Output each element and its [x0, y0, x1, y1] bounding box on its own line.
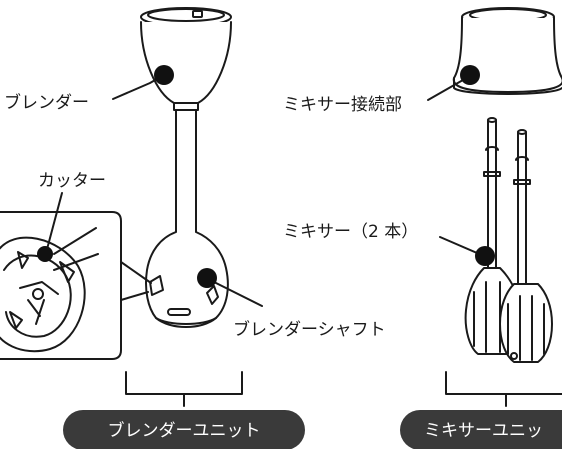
- label-blender: ブレンダー: [4, 92, 89, 113]
- blender-shaft: [145, 109, 229, 328]
- marker-dot-shaft: [197, 268, 217, 288]
- cutter-callout: [0, 211, 152, 360]
- mixer-unit-label: ミキサーユニッ: [424, 421, 543, 441]
- label-mixer-connector: ミキサー接続部: [283, 95, 402, 115]
- marker-dot-blender: [154, 65, 174, 85]
- label-mixer: ミキサー（2 本）: [283, 222, 418, 242]
- label-cutter: カッター: [38, 171, 106, 191]
- marker-dot-cutter: [37, 246, 53, 262]
- mixer-beaters: [464, 117, 553, 363]
- label-blender-shaft: ブレンダーシャフト: [233, 319, 386, 340]
- mixer-unit-badge: ミキサーユニッ: [400, 410, 562, 449]
- blender-unit-badge: ブレンダーユニット: [63, 410, 305, 449]
- leader-cutter-2: [53, 227, 99, 271]
- mixer-bracket: [445, 371, 562, 407]
- marker-dot-mixer: [475, 246, 495, 266]
- leader-cutter: [45, 192, 63, 254]
- leader-blender: [112, 75, 163, 100]
- marker-dot-mixer-connector: [460, 65, 480, 85]
- blender-unit-label: ブレンダーユニット: [108, 420, 261, 441]
- blender-bracket: [125, 371, 243, 407]
- blender-motor-unit: [140, 7, 232, 111]
- mixer-connector-unit: [452, 7, 562, 95]
